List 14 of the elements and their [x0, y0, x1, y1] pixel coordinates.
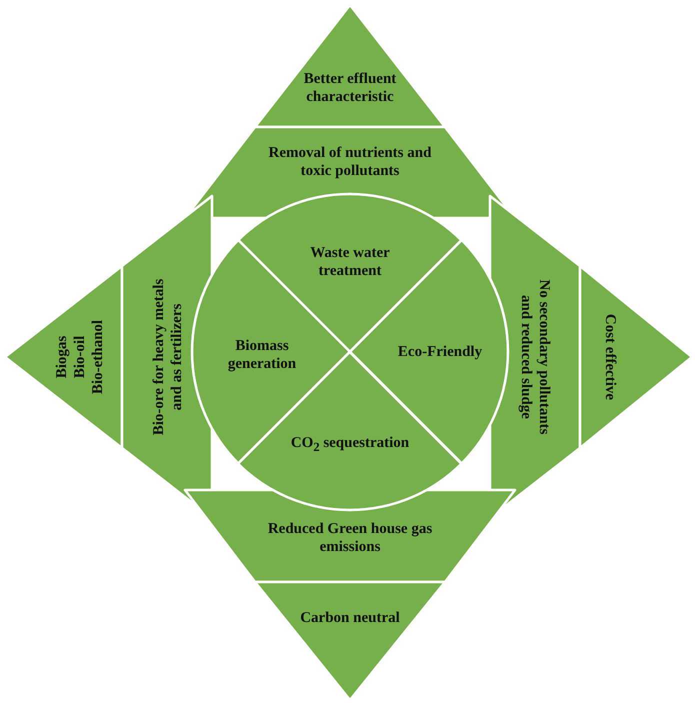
segment-label: Waste water treatment [309, 244, 391, 280]
segment-label: Carbon neutral [299, 609, 401, 627]
segment-label: Better effluent characteristic [302, 70, 398, 106]
segment-label: Bio-ethanol [89, 318, 107, 396]
segment-label: Reduced Green house gas emissions [266, 520, 434, 556]
segment-label: No secondary pollutants and reduced sludge [517, 278, 553, 437]
segment-label: Bio-ore for heavy metals and as fertilizers [150, 278, 186, 438]
segment-label: CO$_{2}$ sequestration [290, 434, 410, 456]
segment-label: Biomass generation [226, 336, 298, 373]
segment-label: Eco-Friendly [396, 342, 484, 361]
segment-label: Cost effective [601, 312, 619, 402]
segment-label: Removal of nutrients and toxic pollutants [268, 144, 432, 180]
segment-label: Biogas [53, 334, 71, 380]
segment-label: Bio-oil [71, 334, 89, 380]
